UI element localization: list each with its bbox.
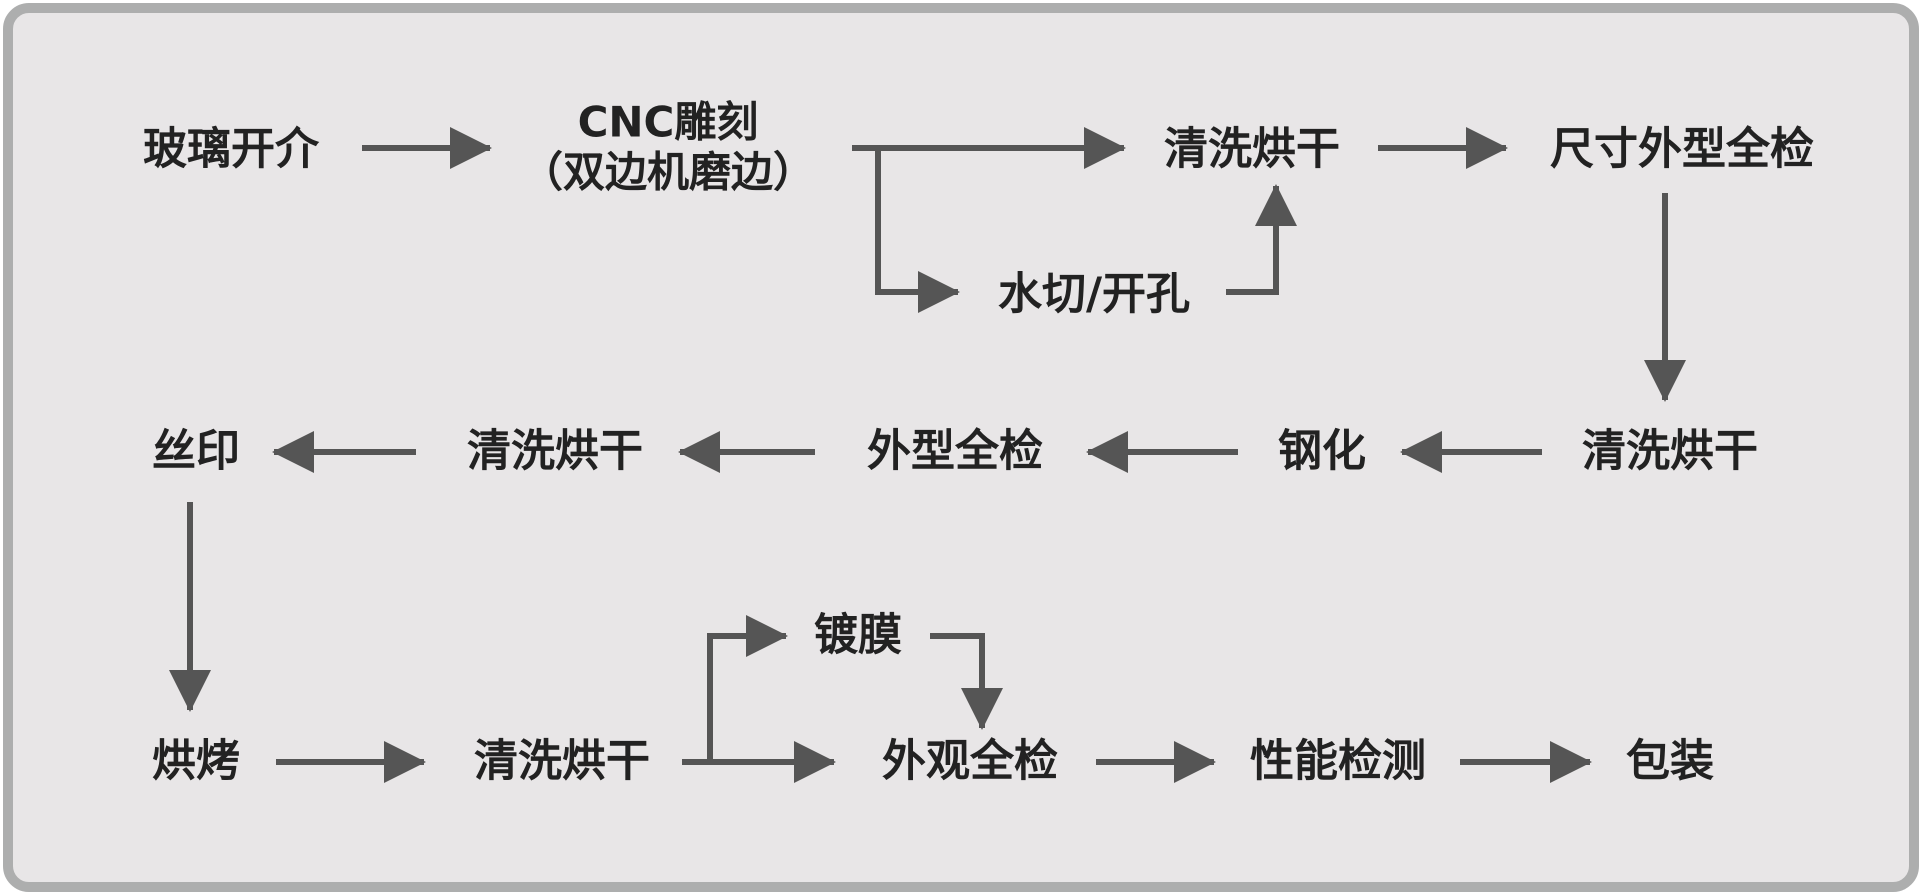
step-coating: 镀膜: [814, 609, 902, 661]
step-shape-check: 外型全检: [867, 425, 1043, 477]
step-clean-dry-1: 清洗烘干: [1164, 123, 1340, 175]
step-cnc-sublabel: （双边机磨边）: [520, 148, 816, 197]
arrow-coating-to-appearance: [930, 633, 1003, 730]
step-baking: 烘烤: [152, 735, 240, 787]
step-appearance-check: 外观全检: [882, 735, 1058, 787]
step-glass-cut: 玻璃开介: [143, 123, 319, 175]
step-size-shape-check: 尺寸外型全检: [1550, 123, 1814, 175]
arrow-clean4-to-coating: [707, 615, 788, 762]
step-waterjet-drilling: 水切/开孔: [997, 268, 1191, 320]
step-performance-test: 性能检测: [1250, 735, 1426, 787]
step-cnc-engraving: CNC雕刻 （双边机磨边）: [521, 98, 815, 199]
step-clean-dry-4: 清洗烘干: [474, 735, 650, 787]
step-silkscreen: 丝印: [152, 425, 240, 477]
step-clean-dry-2: 清洗烘干: [1582, 425, 1758, 477]
step-clean-dry-3: 清洗烘干: [467, 425, 643, 477]
arrow-waterjet-to-clean1: [1226, 184, 1297, 295]
diagram-frame: [3, 3, 1919, 892]
step-cnc-label: CNC雕刻: [577, 97, 759, 147]
step-tempering: 钢化: [1278, 425, 1366, 477]
step-packaging: 包装: [1626, 735, 1714, 787]
arrow-cnc-to-waterjet: [875, 148, 960, 313]
